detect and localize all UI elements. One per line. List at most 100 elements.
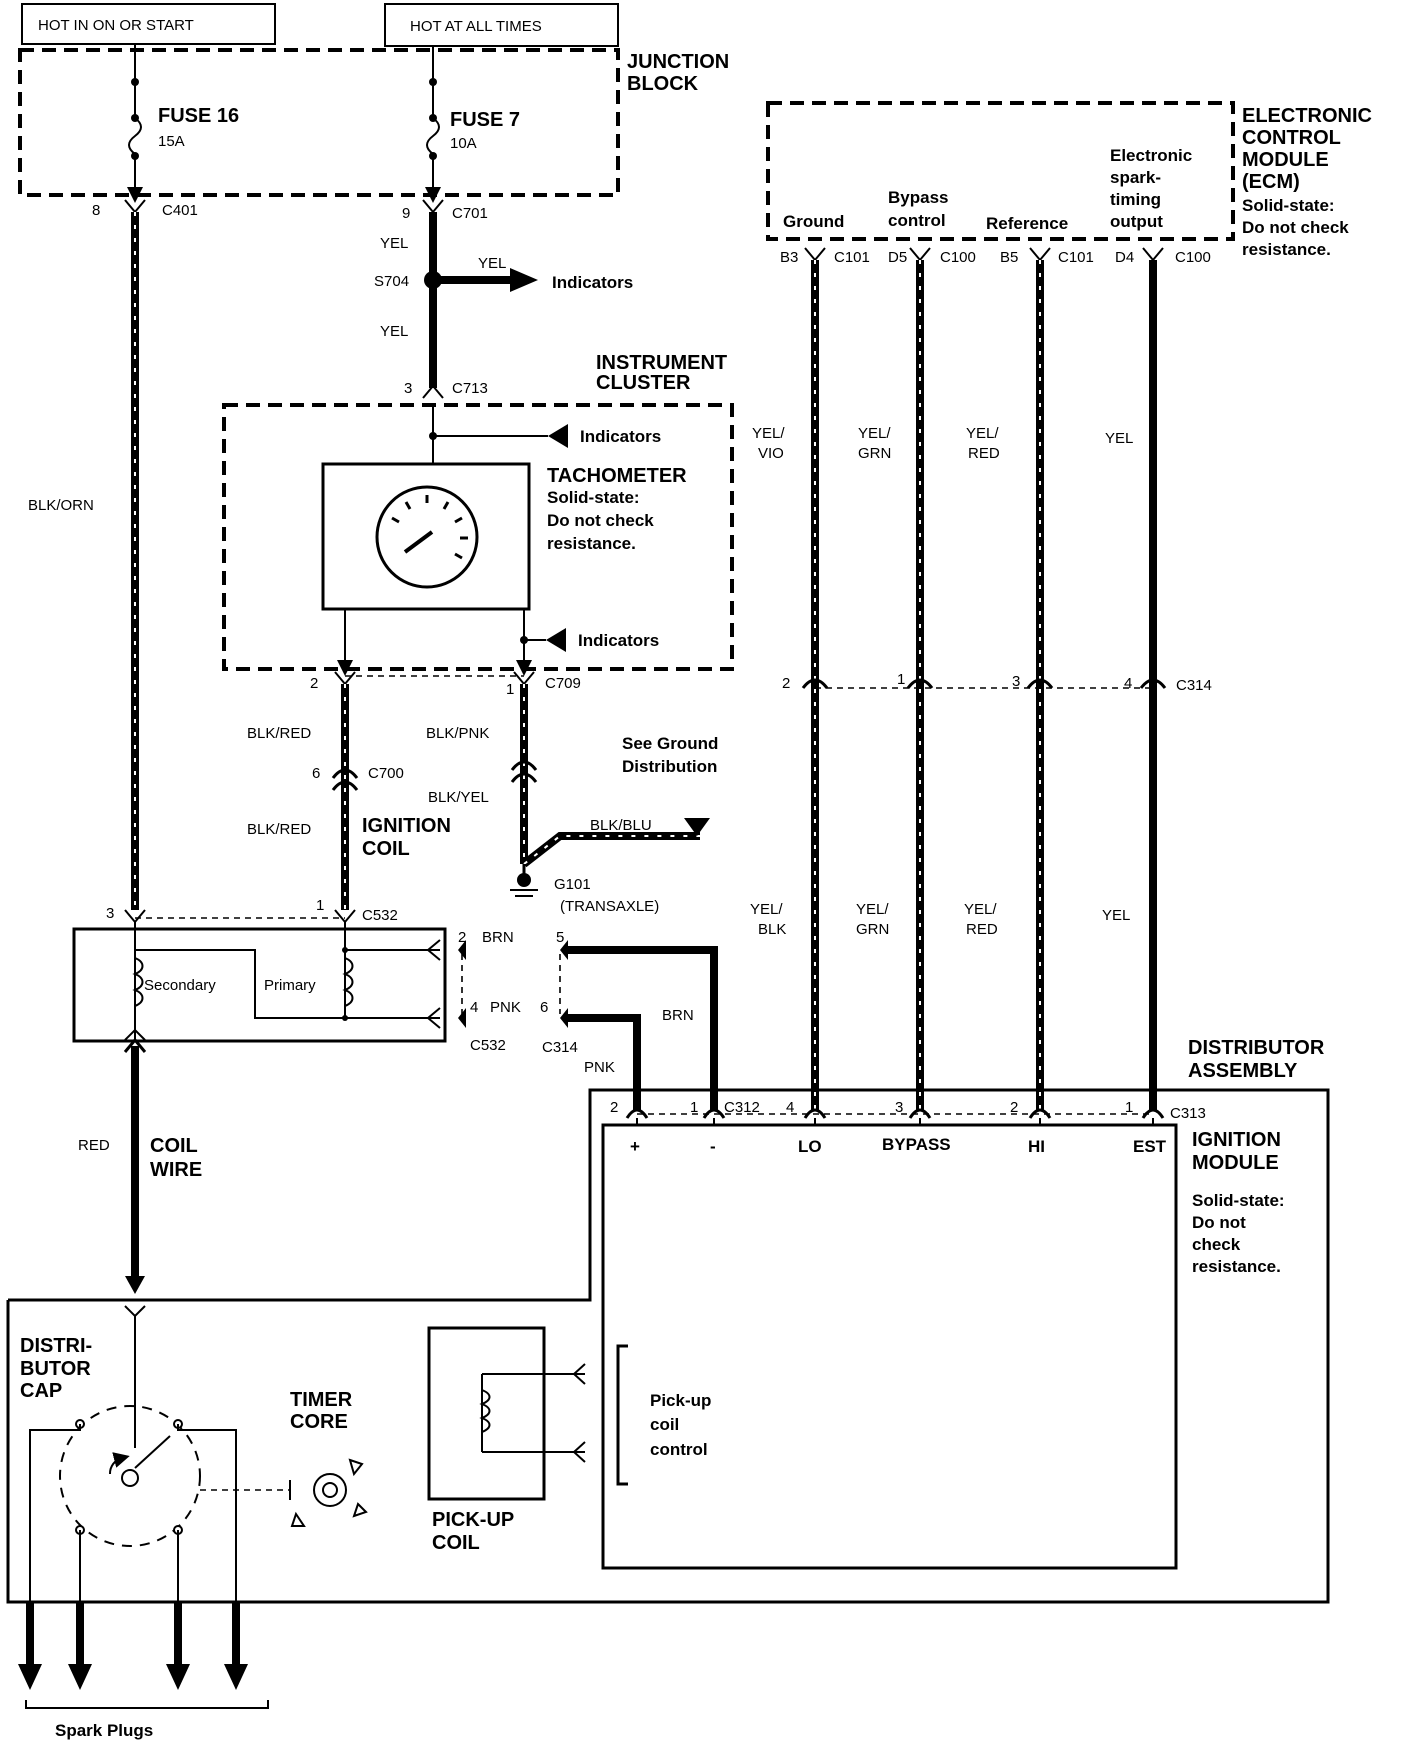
yel-red-1: YEL/ xyxy=(966,425,999,442)
distributor-title-2: ASSEMBLY xyxy=(1188,1060,1298,1082)
ecm-pin-est-4: output xyxy=(1110,212,1163,231)
ecm-note-3: resistance. xyxy=(1242,240,1331,259)
c312-pin2: 2 xyxy=(610,1099,618,1116)
pin-d4: D4 xyxy=(1115,249,1134,266)
c532-label: C532 xyxy=(362,907,398,924)
see-ground-line2: Distribution xyxy=(622,757,717,776)
ignition-module-note-3: check xyxy=(1192,1235,1241,1254)
fuse-7-label: FUSE 7 xyxy=(450,109,520,131)
pin-b3: B3 xyxy=(780,249,798,266)
blk-orn-label: BLK/ORN xyxy=(28,497,94,514)
pickup-control-3: control xyxy=(650,1440,708,1459)
distributor-cap: DISTRI- BUTOR CAP TIMER CORE xyxy=(20,1305,368,1655)
ignition-coil: Secondary Primary xyxy=(72,922,447,1043)
c700-pin: 6 xyxy=(312,765,320,782)
junction-block-title: JUNCTION xyxy=(627,51,729,73)
pnk-label-2: PNK xyxy=(584,1059,615,1076)
distributor-assembly: DISTRIBUTOR ASSEMBLY 2 1 C312 4 3 2 1 C3… xyxy=(6,1037,1330,1604)
spark-plugs: Spark Plugs xyxy=(18,1602,269,1740)
yel-bottom: YEL xyxy=(1102,907,1130,924)
pickup-control-2: coil xyxy=(650,1415,679,1434)
coil-wire-label-1: COIL xyxy=(150,1135,198,1157)
tach-note-2: Do not check xyxy=(547,511,654,530)
c701-pin: 9 xyxy=(402,205,410,222)
blk-yel-label: BLK/YEL xyxy=(428,789,489,806)
red-label: RED xyxy=(78,1137,110,1154)
timer-core-title-2: CORE xyxy=(290,1411,348,1433)
yel-vio-1: YEL/ xyxy=(752,425,785,442)
c314-b-pin5: 5 xyxy=(556,929,564,946)
pickup-winding-icon xyxy=(479,1389,491,1433)
ecm-pin-ground: Ground xyxy=(783,212,844,231)
blk-red-label-1: BLK/RED xyxy=(247,725,311,742)
tach-note-3: resistance. xyxy=(547,534,636,553)
c314-label: C314 xyxy=(1176,677,1212,694)
c709-label: C709 xyxy=(545,675,581,692)
wire-brn-pnk-coil-link: 2 BRN 5 4 PNK 6 C532 C314 BRN PNK xyxy=(458,929,718,1110)
c100-a: C100 xyxy=(940,249,976,266)
pin-d5: D5 xyxy=(888,249,907,266)
hot-at-all-times-label: HOT AT ALL TIMES xyxy=(410,18,542,35)
ecm: ELECTRONIC CONTROL MODULE (ECM) Solid-st… xyxy=(766,101,1372,259)
ecm-note-2: Do not check xyxy=(1242,218,1349,237)
ecm-pin-est-2: spark- xyxy=(1110,168,1161,187)
fuse-16-symbol xyxy=(128,117,142,155)
c713-pin: 3 xyxy=(404,380,412,397)
yel-label-1: YEL xyxy=(380,235,408,252)
ecm-wires: YEL/ VIO YEL/ GRN YEL/ RED YEL YEL/ BLK … xyxy=(750,260,1157,1110)
c101-b: C101 xyxy=(1058,249,1094,266)
spark-plug-arrow-3 xyxy=(166,1664,190,1690)
c401-label: C401 xyxy=(162,202,198,219)
cap-title-1: DISTRI- xyxy=(20,1335,92,1357)
spark-plug-arrow-1 xyxy=(18,1664,42,1690)
c314-b-label: C314 xyxy=(542,1039,578,1056)
s704-label: S704 xyxy=(374,273,409,290)
ignition-module-title-1: IGNITION xyxy=(1192,1129,1281,1151)
timer-core-title-1: TIMER xyxy=(290,1389,353,1411)
ignition-coil-title-2: COIL xyxy=(362,838,410,860)
connector-c701: 9 C701 xyxy=(402,199,488,222)
c313-label: C313 xyxy=(1170,1105,1206,1122)
secondary-winding-icon xyxy=(132,957,144,1007)
blk-red-label-2: BLK/RED xyxy=(247,821,311,838)
ecm-pin-bypass-2: control xyxy=(888,211,946,230)
c313-pin1: 1 xyxy=(1125,1099,1133,1116)
yel-label-3: YEL xyxy=(380,323,408,340)
ecm-pin-est-1: Electronic xyxy=(1110,146,1192,165)
fuse-7-rating: 10A xyxy=(450,135,477,152)
ecm-pin-est-3: timing xyxy=(1110,190,1161,209)
connector-c401: 8 C401 xyxy=(92,199,198,219)
c401-pin: 8 xyxy=(92,202,100,219)
term-minus: - xyxy=(710,1137,716,1156)
distributor-cap-icon xyxy=(59,1405,201,1547)
c314-b-pin6: 6 xyxy=(540,999,548,1016)
ecm-title-2: CONTROL xyxy=(1242,127,1341,149)
pin-b5: B5 xyxy=(1000,249,1018,266)
ignition-module-note-1: Solid-state: xyxy=(1192,1191,1285,1210)
blk-blu-label: BLK/BLU xyxy=(590,817,652,834)
spark-plug-arrow-4 xyxy=(224,1664,248,1690)
cluster-title: INSTRUMENT xyxy=(596,352,727,374)
yel-blk-2: BLK xyxy=(758,921,786,938)
c101-a: C101 xyxy=(834,249,870,266)
term-plus: + xyxy=(630,1137,640,1156)
junction-block: JUNCTION BLOCK FUSE 16 15A FUSE 7 10A xyxy=(18,44,729,203)
cluster-indicators-top: Indicators xyxy=(580,427,661,446)
c314-pin4: 4 xyxy=(1124,675,1132,692)
term-bypass: BYPASS xyxy=(882,1135,951,1154)
primary-winding-icon xyxy=(342,957,354,1007)
yel-blk-1: YEL/ xyxy=(750,901,783,918)
yel-label-2: YEL xyxy=(478,255,506,272)
ignition-coil-title: IGNITION xyxy=(362,815,451,837)
yel-grn-2: GRN xyxy=(858,445,891,462)
wire-blk-pnk-ground: BLK/PNK BLK/YEL BLK/BLU G101 (TRANSAXLE)… xyxy=(426,684,718,915)
pickup-coil: PICK-UP COIL xyxy=(427,1326,586,1554)
c313-pin2: 2 xyxy=(1010,1099,1018,1116)
brn-label-2: BRN xyxy=(662,1007,694,1024)
yel-grn-1: YEL/ xyxy=(858,425,891,442)
pickup-coil-title-1: PICK-UP xyxy=(432,1509,514,1531)
c701-label: C701 xyxy=(452,205,488,222)
ecm-pin-bypass-1: Bypass xyxy=(888,188,948,207)
wire-blk-orn: BLK/ORN xyxy=(28,212,139,910)
